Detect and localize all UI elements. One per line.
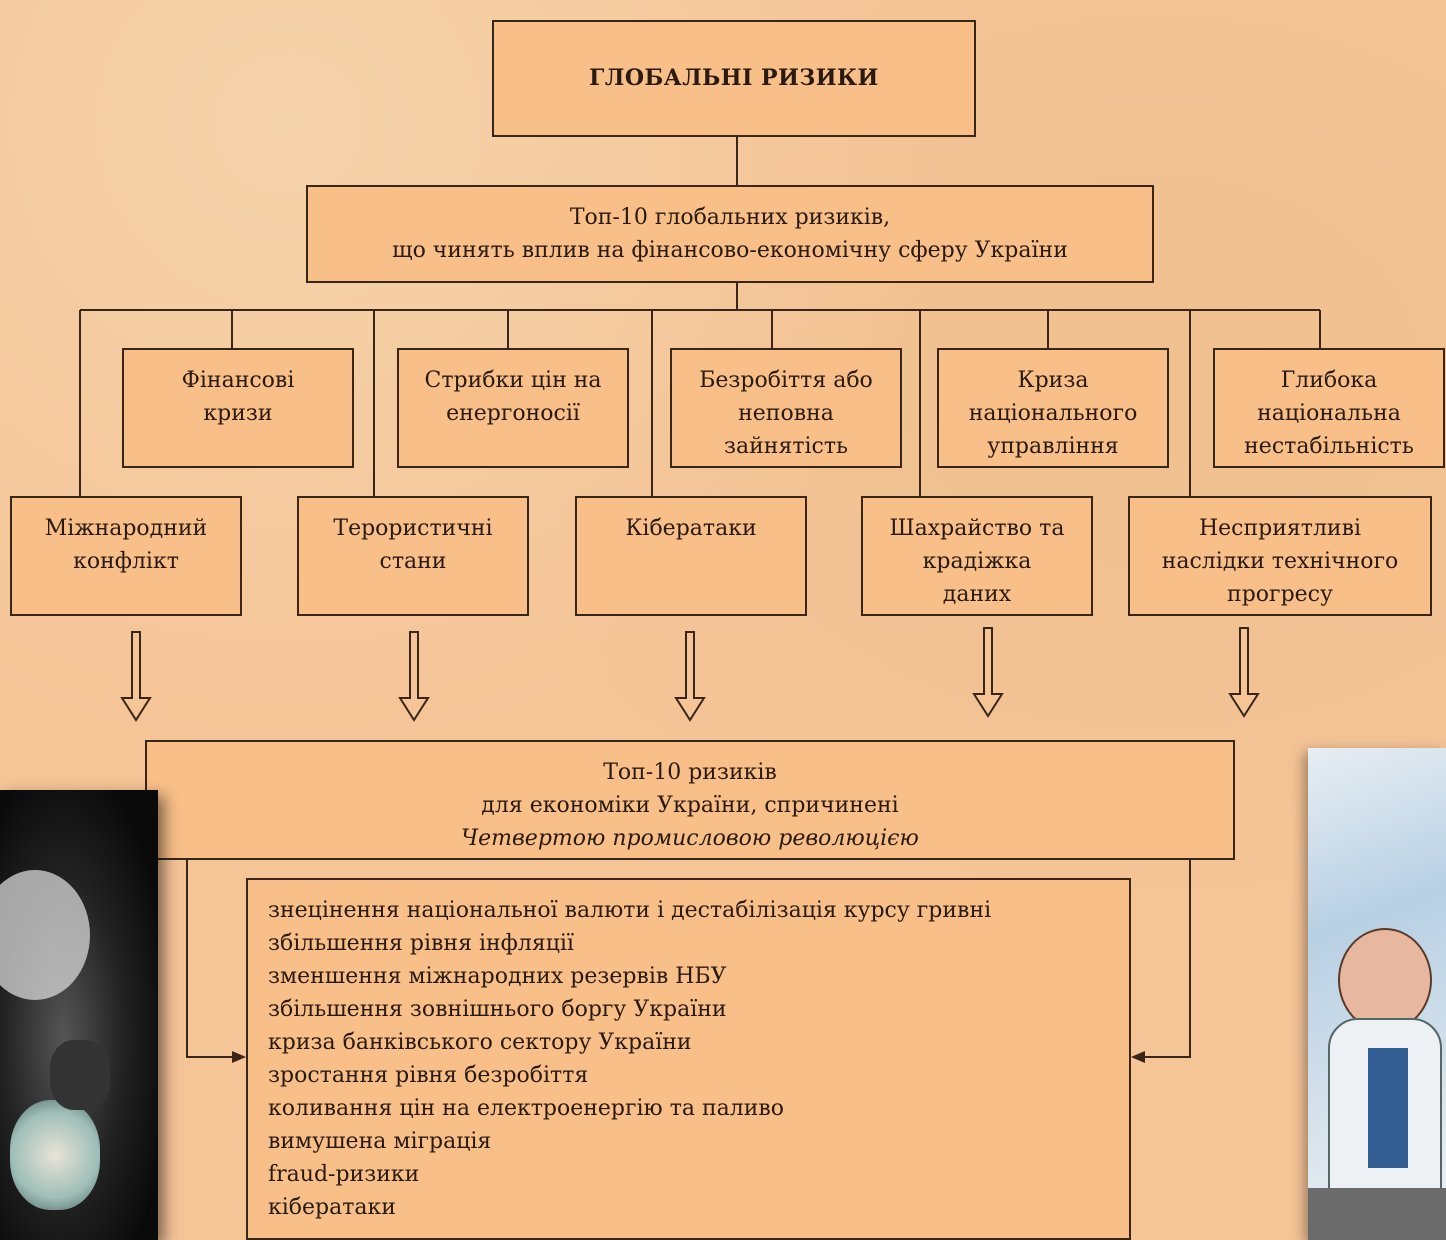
risk-box-fraud: Шахрайство та крадіжка даних — [861, 496, 1093, 616]
list-item: збільшення зовнішнього боргу України — [268, 997, 727, 1022]
top10-ukraine-box: Топ-10 ризиків для економіки України, сп… — [145, 740, 1235, 860]
risk-label: Безробіття або неповна зайнятість — [699, 368, 873, 459]
list-item: криза банківського сектору України — [268, 1030, 692, 1055]
risk-label: Кібератаки — [625, 516, 757, 541]
risk-box-national-instability: Глибока національна нестабільність — [1213, 348, 1445, 468]
risk-label: Несприятливі наслідки технічного прогрес… — [1161, 516, 1399, 607]
risk-box-energy-prices: Стрибки цін на енергоносії — [397, 348, 629, 468]
top10-ukraine-line1: Топ-10 ризиків — [603, 759, 777, 785]
global-risks-title: ГЛОБАЛЬНІ РИЗИКИ — [589, 65, 879, 91]
list-item: зменшення міжнародних резервів НБУ — [268, 964, 727, 989]
risk-box-international-conflict: Міжнародний конфлікт — [10, 496, 242, 616]
risk-box-unemployment: Безробіття або неповна зайнятість — [670, 348, 902, 468]
risk-box-tech-progress: Несприятливі наслідки технічного прогрес… — [1128, 496, 1432, 616]
list-item: збільшення рівня інфляції — [268, 931, 574, 956]
risk-box-financial-crises: Фінансові кризи — [122, 348, 354, 468]
list-item: знецінення національної валюти і дестабі… — [268, 898, 992, 923]
down-arrows — [120, 627, 1260, 722]
risk-box-governance-crisis: Криза національного управління — [937, 348, 1169, 468]
photo-left — [0, 790, 158, 1240]
risk-label: Терористичні стани — [333, 516, 493, 574]
risk-box-terrorism: Терористичні стани — [297, 496, 529, 616]
top10-ukraine-line2: для економіки України, спричинені — [481, 792, 899, 818]
list-item: коливання цін на електроенергію та палив… — [268, 1096, 785, 1121]
photo-right — [1308, 748, 1446, 1240]
risk-label: Фінансові кризи — [181, 368, 295, 426]
risk-label: Міжнародний конфлікт — [44, 516, 208, 574]
list-item: fraud-ризики — [268, 1162, 420, 1187]
list-item: кібератаки — [268, 1195, 396, 1220]
top10-ukraine-line3: Четвертою промисловою революцією — [461, 825, 919, 851]
list-item: зростання рівня безробіття — [268, 1063, 589, 1088]
risk-label: Глибока національна нестабільність — [1244, 368, 1414, 459]
risk-label: Шахрайство та крадіжка даних — [889, 516, 1065, 607]
top10-global-line1: Топ-10 глобальних ризиків, — [569, 205, 891, 230]
risk-label: Криза національного управління — [968, 368, 1138, 459]
risk-label: Стрибки цін на енергоносії — [424, 368, 602, 426]
list-item: вимушена міграція — [268, 1129, 492, 1154]
global-risks-box: ГЛОБАЛЬНІ РИЗИКИ — [492, 20, 976, 137]
top10-global-line2: що чинять вплив на фінансово-економічну … — [392, 238, 1068, 263]
risk-box-cyberattacks: Кібератаки — [575, 496, 807, 616]
risk-list-box: знецінення національної валюти і дестабі… — [246, 878, 1131, 1240]
top10-global-box: Топ-10 глобальних ризиків, що чинять впл… — [306, 185, 1154, 283]
